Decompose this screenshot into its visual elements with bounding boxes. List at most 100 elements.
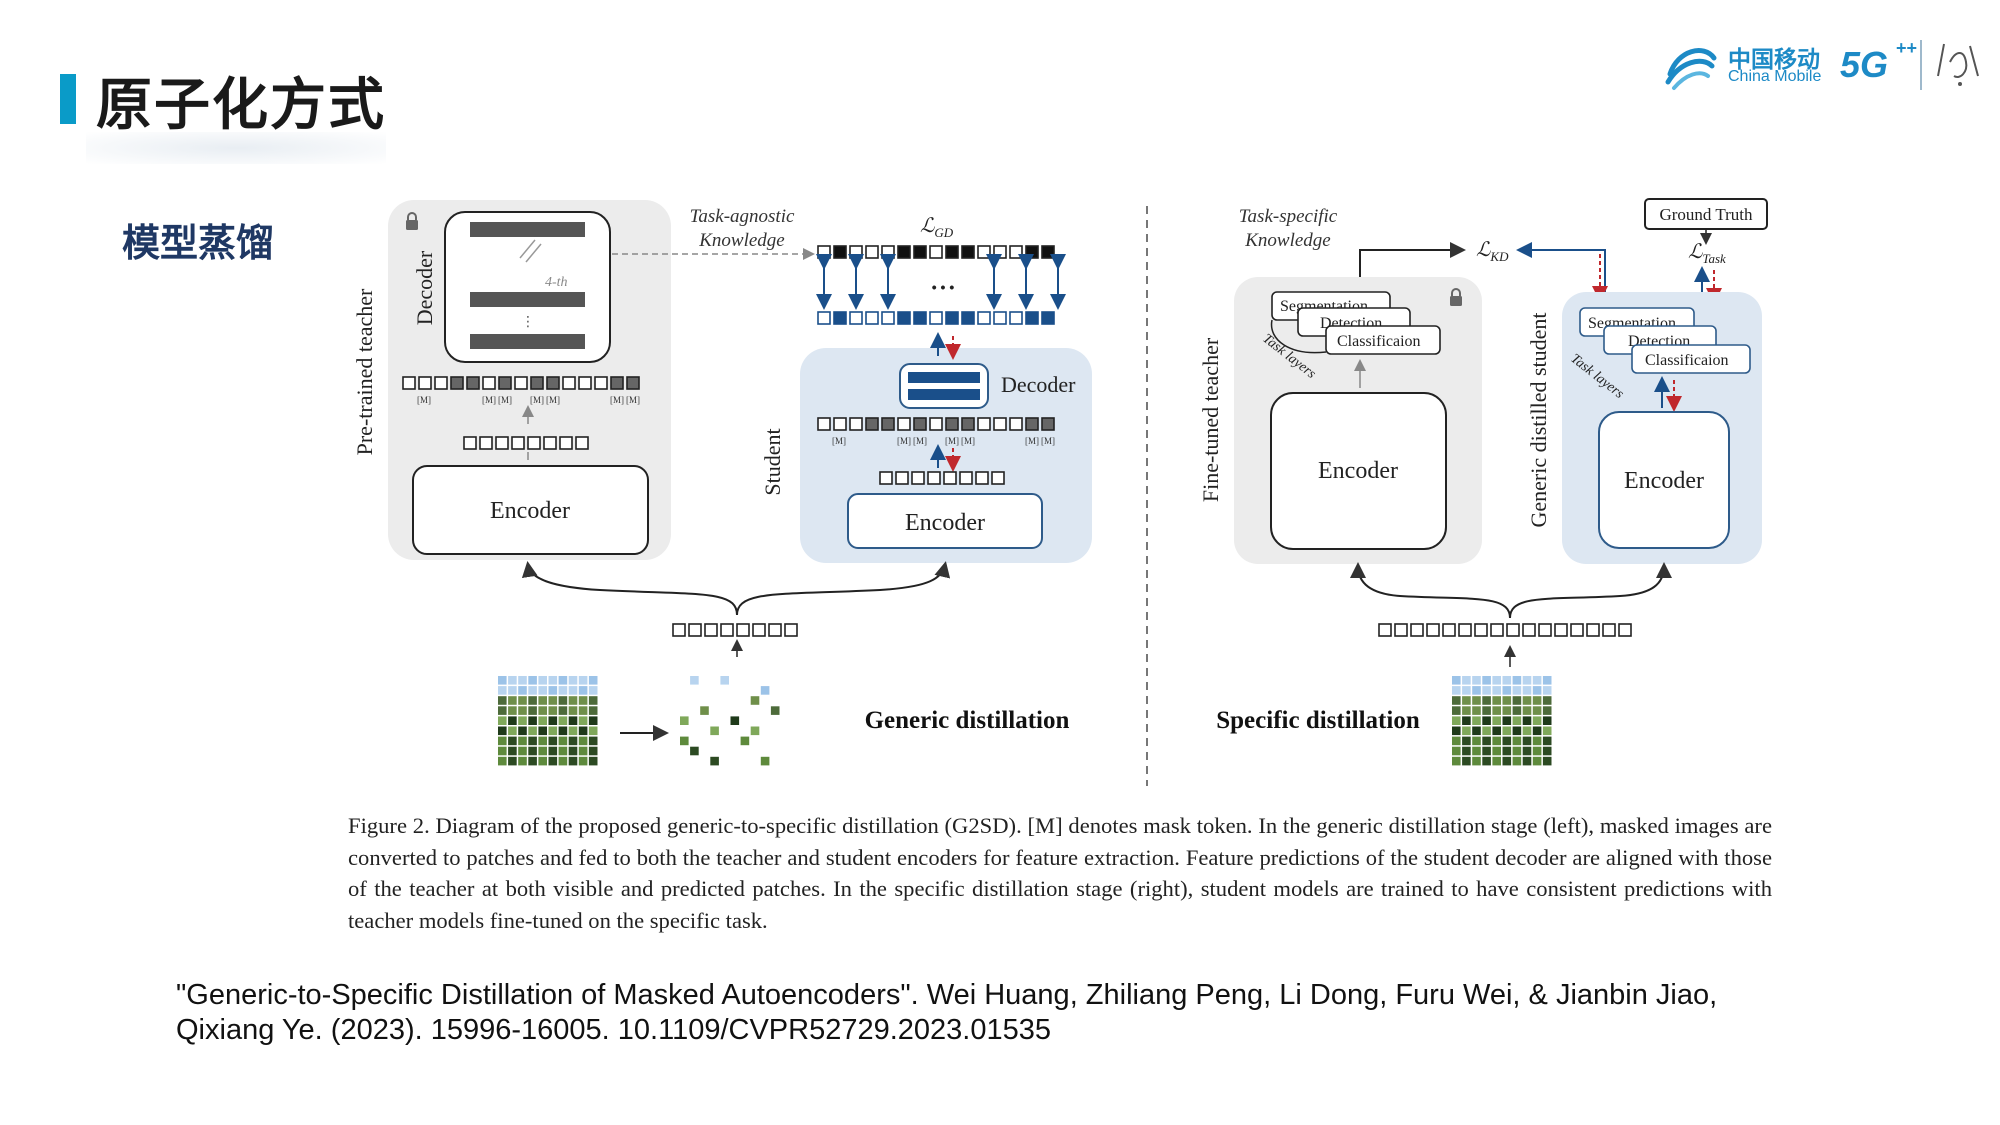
image-patch (578, 706, 588, 715)
image-patch (1452, 746, 1461, 756)
alignment-arrows (816, 254, 1066, 310)
image-patch (1512, 736, 1522, 746)
token (610, 376, 624, 390)
input-image-grid (1452, 676, 1552, 766)
token (1009, 417, 1023, 431)
image-patch (1482, 676, 1491, 685)
token (498, 376, 512, 390)
image-patch (1512, 686, 1522, 695)
image-patch (700, 706, 709, 715)
token (527, 436, 541, 450)
mask-token-label: [M] (832, 436, 846, 446)
teacher-decoder-layer (470, 334, 585, 349)
token (977, 417, 991, 431)
token (466, 376, 480, 390)
image-patch (1472, 746, 1481, 756)
student-encoder-label: Encoder (905, 510, 985, 536)
mask-token-label: [M] (417, 395, 431, 405)
logo-chinese-name: 中国移动 (1728, 47, 1820, 73)
token (961, 311, 975, 325)
image-patch (1462, 756, 1471, 766)
image-patch (568, 696, 578, 705)
image-patch (1472, 696, 1481, 705)
image-patch (1492, 696, 1501, 705)
student-task-classification-label: Classificaion (1645, 352, 1729, 369)
student-prediction-token-row (817, 311, 1055, 325)
loss-task-label: ℒTask (1688, 241, 1726, 266)
token (993, 245, 1007, 259)
token (817, 417, 831, 431)
image-patch (730, 716, 740, 725)
teacher-feature-token-row (817, 245, 1055, 259)
image-patch (588, 726, 598, 736)
image-patch (1452, 756, 1461, 766)
image-patch (1472, 706, 1481, 715)
token (929, 245, 943, 259)
image-patch (588, 696, 598, 705)
image-patch (1452, 726, 1461, 736)
image-patch (1492, 736, 1501, 746)
token (993, 311, 1007, 325)
image-patch (1532, 736, 1542, 746)
image-patch (508, 736, 517, 746)
task-agnostic-label-2: Knowledge (698, 230, 785, 251)
title-glow (86, 132, 386, 164)
token (514, 376, 528, 390)
pretrained-teacher-label: Pre-trained teacher (352, 288, 377, 455)
image-patch (1502, 696, 1512, 705)
image-patch (1542, 706, 1552, 715)
image-patch (498, 746, 507, 756)
image-patch (508, 696, 517, 705)
image-patch (690, 746, 699, 756)
image-patch (538, 706, 547, 715)
image-patch (680, 736, 689, 746)
image-patch (498, 676, 507, 685)
image-patch (568, 706, 578, 715)
fork-arrow-teacher (1350, 562, 1511, 619)
layer-note: 4-th (545, 275, 568, 290)
teacher-mask-labels: [M][M][M][M][M][M][M] (417, 395, 640, 405)
student-decoder-box (899, 363, 989, 409)
image-patch (1472, 756, 1481, 766)
token (1041, 245, 1055, 259)
teacher-decoder-label: Decoder (412, 250, 437, 325)
image-patch (1462, 686, 1471, 695)
image-patch (528, 676, 537, 685)
generic-distillation-label: Generic distillation (865, 707, 1070, 734)
image-patch (1492, 686, 1501, 695)
image-patch (558, 756, 568, 766)
image-patch (518, 746, 527, 756)
token (897, 245, 911, 259)
image-patch (588, 756, 598, 766)
image-patch (1472, 726, 1481, 736)
token (897, 417, 911, 431)
image-patch (578, 696, 588, 705)
fork-arrow-student (736, 561, 951, 616)
image-patch (558, 726, 568, 736)
image-patch (1512, 696, 1522, 705)
image-patch (578, 676, 588, 685)
image-patch (568, 756, 578, 766)
image-patch (1502, 736, 1512, 746)
fork-arrow-student (1509, 562, 1672, 619)
token (961, 417, 975, 431)
image-patch (518, 716, 527, 725)
student-encoder-box (847, 493, 1043, 549)
image-patch (1482, 686, 1491, 695)
token (977, 245, 991, 259)
image-patch (1502, 716, 1512, 725)
token (1426, 623, 1440, 637)
token (736, 623, 750, 637)
image-patch (1542, 696, 1552, 705)
image-patch (1532, 706, 1542, 715)
image-patch (1492, 756, 1501, 766)
student-mask-labels: [M][M][M][M][M][M][M] (832, 436, 1055, 446)
student-encoder-label: Encoder (1624, 468, 1704, 494)
task-specific-label-1: Task-specific (1239, 206, 1338, 227)
token (1490, 623, 1504, 637)
token (1602, 623, 1616, 637)
image-patch (538, 726, 547, 736)
token (479, 436, 493, 450)
image-patch (720, 676, 729, 685)
image-patch (518, 696, 527, 705)
